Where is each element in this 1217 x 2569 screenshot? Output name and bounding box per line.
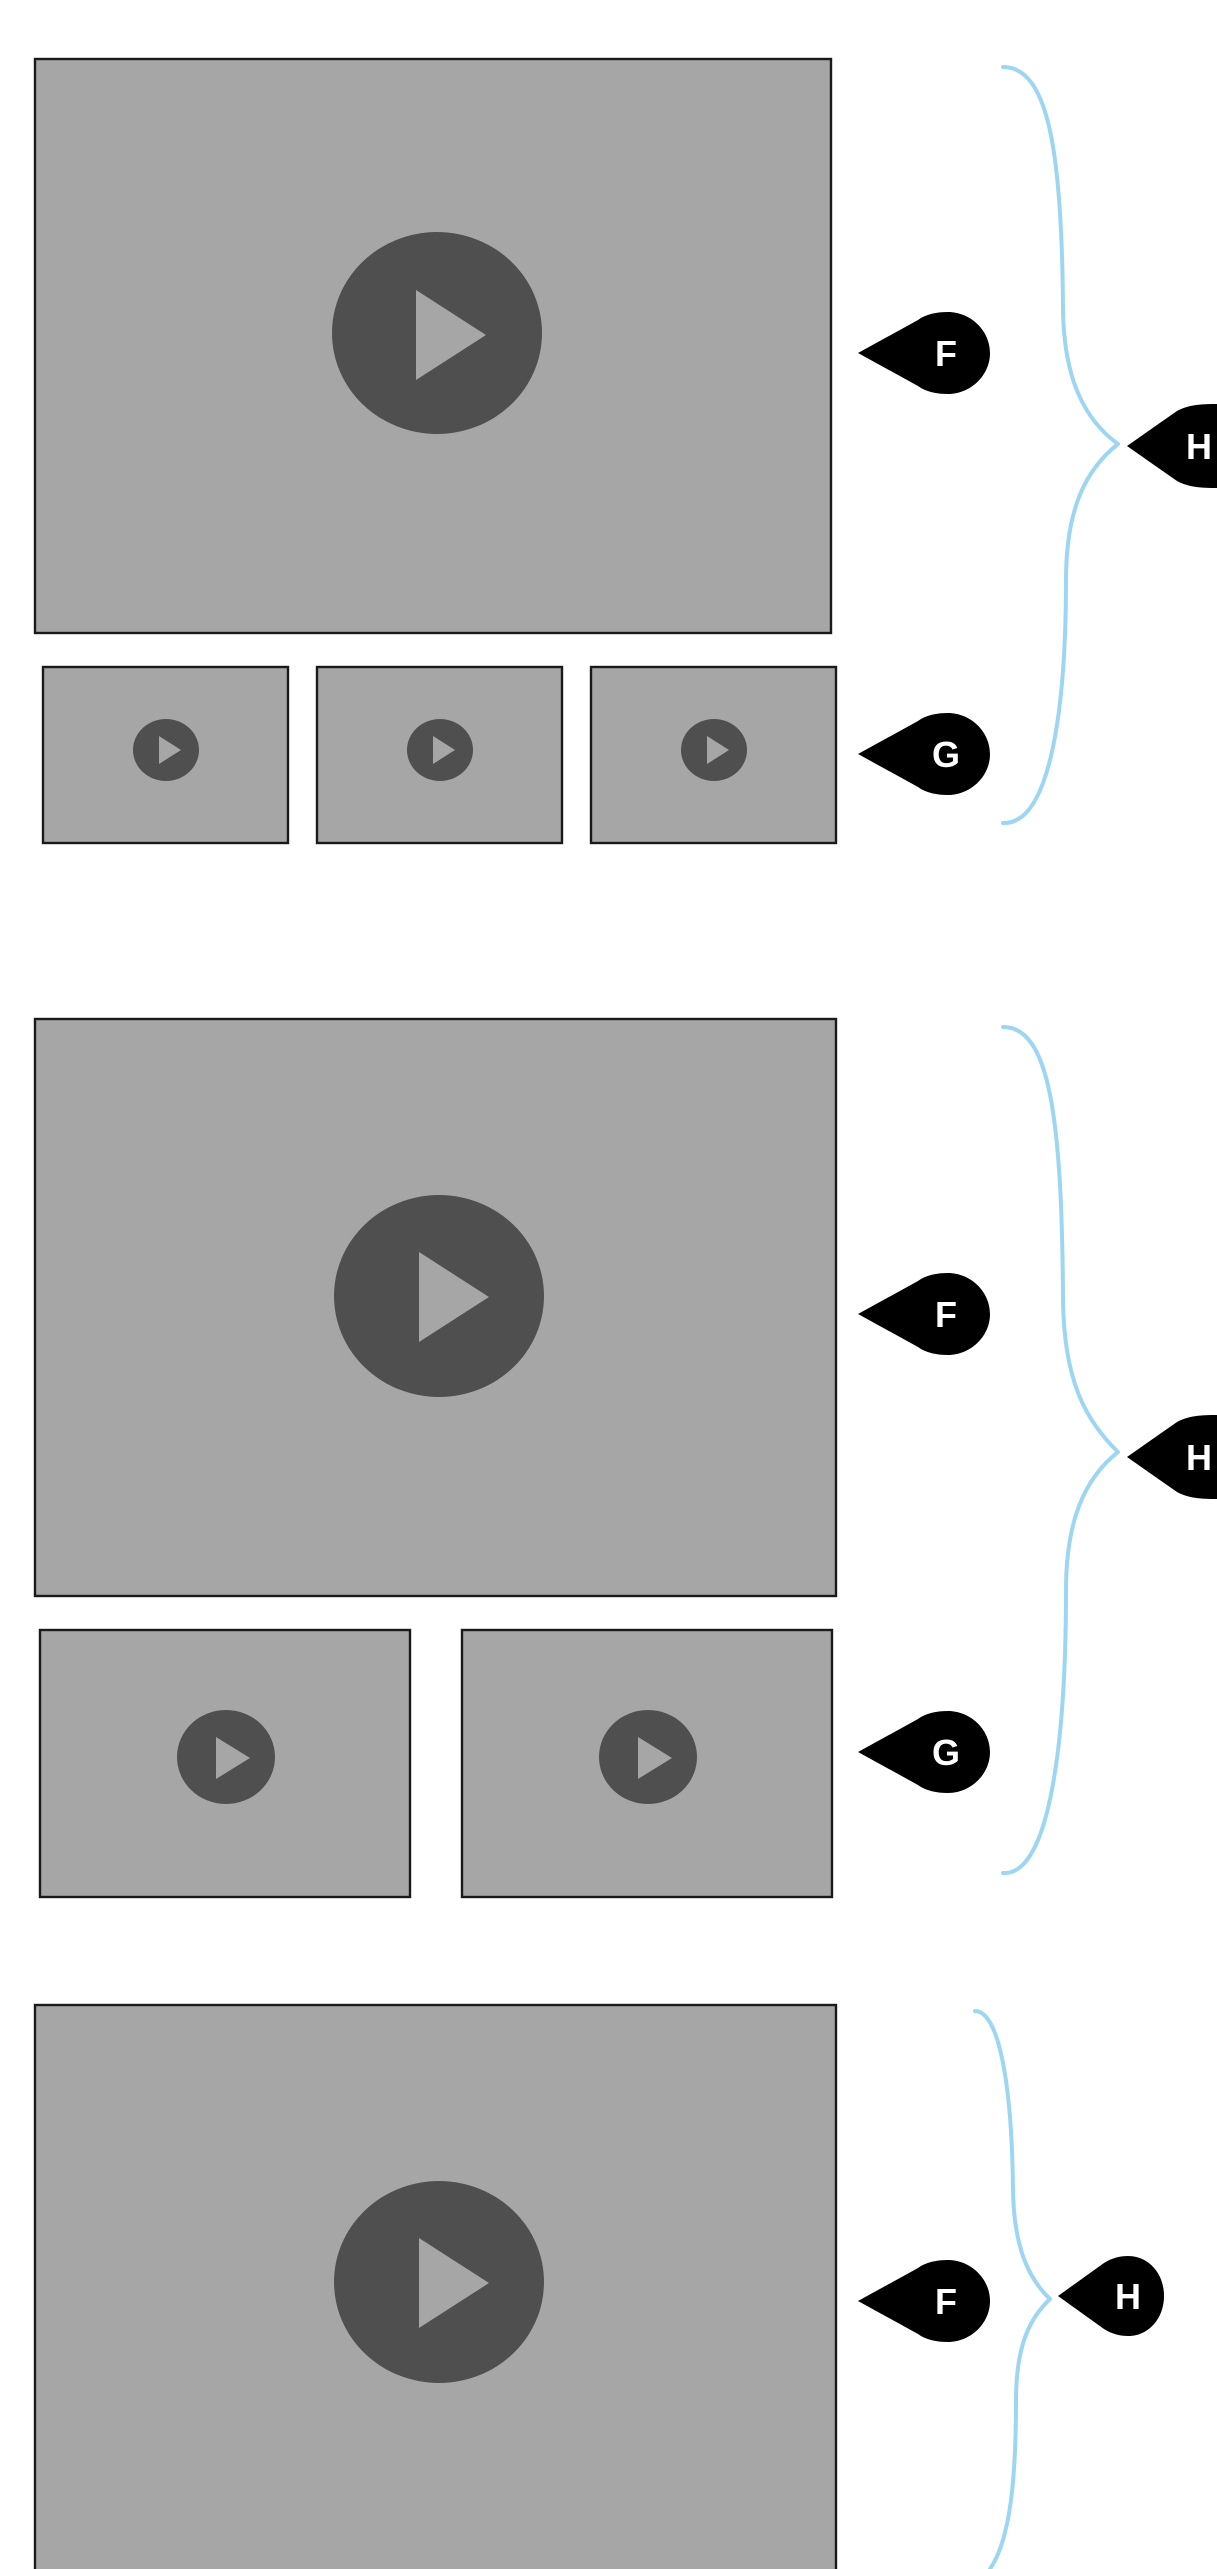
group-brace — [1001, 1025, 1120, 1876]
thumbnail-video[interactable] — [589, 665, 838, 845]
main-video-player[interactable] — [33, 1017, 838, 1598]
group-marker: H — [1058, 2256, 1164, 2336]
main-video-marker: F — [858, 2260, 990, 2342]
marker-label: H — [1186, 426, 1212, 467]
section-three-thumbnails: F G H — [33, 57, 1217, 845]
marker-label: G — [932, 1732, 960, 1773]
play-icon — [159, 736, 181, 764]
thumbnail-video[interactable] — [41, 665, 290, 845]
play-icon — [419, 1252, 489, 1342]
section-single-video: F H — [33, 2003, 1164, 2569]
play-icon — [638, 1737, 672, 1779]
marker-label: G — [932, 734, 960, 775]
marker-label: F — [935, 2281, 957, 2322]
group-marker: H — [1127, 404, 1217, 488]
thumbnail-video[interactable] — [460, 1628, 834, 1899]
play-icon — [707, 736, 729, 764]
marker-label: H — [1115, 2276, 1141, 2317]
main-video-marker: F — [858, 1273, 990, 1355]
play-icon — [216, 1737, 250, 1779]
thumbnails-marker: G — [858, 1711, 990, 1793]
group-marker: H — [1127, 1415, 1217, 1499]
group-brace — [973, 2009, 1052, 2569]
thumbnails-marker: G — [858, 713, 990, 795]
main-video-player[interactable] — [33, 2003, 838, 2569]
thumbnail-video[interactable] — [315, 665, 564, 845]
main-video-player[interactable] — [33, 57, 833, 635]
marker-label: F — [935, 1294, 957, 1335]
marker-label: H — [1186, 1437, 1212, 1478]
play-icon — [433, 736, 455, 764]
thumbnail-video[interactable] — [38, 1628, 412, 1899]
main-video-marker: F — [858, 312, 990, 394]
play-icon — [419, 2238, 489, 2328]
play-icon — [416, 290, 486, 380]
marker-label: F — [935, 333, 957, 374]
group-brace — [1001, 65, 1120, 826]
section-two-thumbnails: F G H — [33, 1017, 1217, 1899]
